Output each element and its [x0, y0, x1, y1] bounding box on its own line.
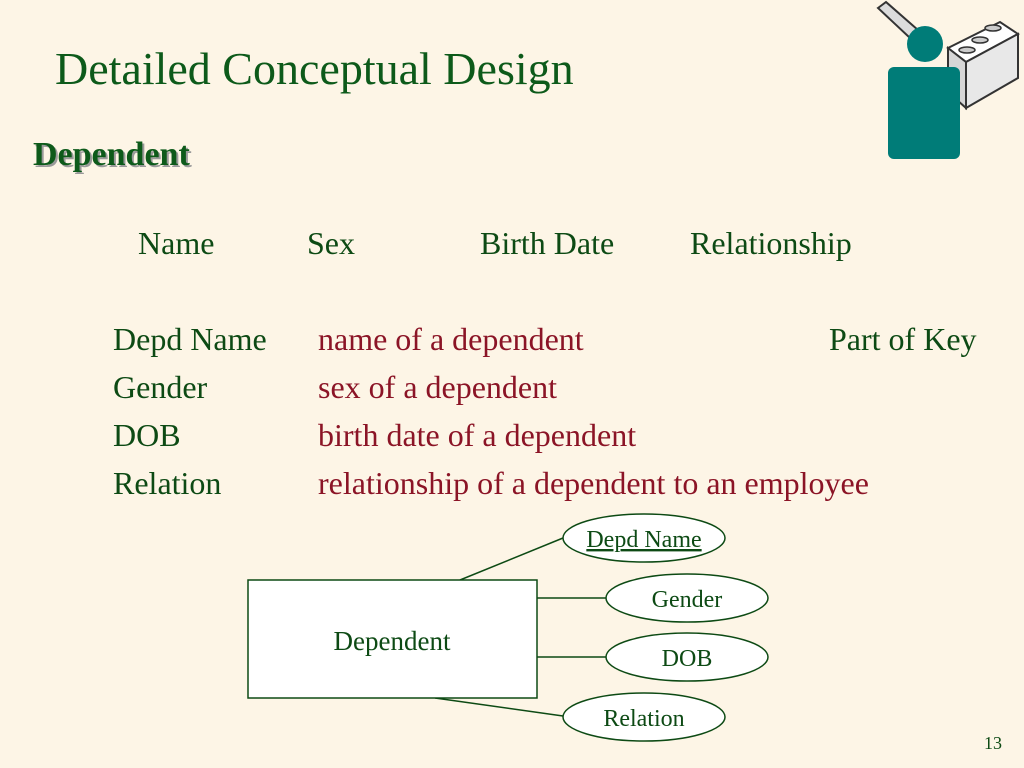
- slide-subtitle: Dependent: [33, 136, 190, 173]
- attribute-oval-label: Relation: [603, 706, 684, 732]
- attribute-oval: [562, 692, 726, 742]
- attribute-name: Depd Name: [113, 321, 267, 357]
- header-sex: Sex: [307, 225, 355, 261]
- attribute-description: name of a dependent: [318, 321, 584, 357]
- connector-line: [434, 697, 564, 717]
- connector-line: [459, 537, 564, 581]
- attribute-key-note: Part of Key: [829, 321, 977, 357]
- attribute-name: Gender: [113, 369, 208, 405]
- page-number: 13: [984, 733, 1002, 753]
- entity-label: Dependent: [334, 626, 451, 656]
- attribute-oval-label: DOB: [662, 646, 713, 672]
- header-birth-date: Birth Date: [480, 225, 615, 261]
- attribute-description: birth date of a dependent: [318, 417, 637, 453]
- attribute-oval-label: Depd Name: [586, 527, 701, 553]
- header-relationship: Relationship: [690, 225, 852, 261]
- attribute-description: relationship of a dependent to an employ…: [318, 465, 869, 501]
- attribute-oval: [605, 573, 769, 623]
- attribute-name: Relation: [113, 465, 222, 501]
- attribute-oval: [605, 632, 769, 682]
- slide-title: Detailed Conceptual Design: [55, 43, 574, 94]
- attribute-oval-key: [562, 513, 726, 563]
- attribute-oval-label: Gender: [652, 587, 723, 613]
- person-at-computer-icon: [876, 0, 1020, 159]
- header-name: Name: [138, 225, 215, 261]
- attribute-description: sex of a dependent: [318, 369, 558, 405]
- entity-box: [247, 579, 538, 699]
- attribute-name: DOB: [113, 417, 181, 453]
